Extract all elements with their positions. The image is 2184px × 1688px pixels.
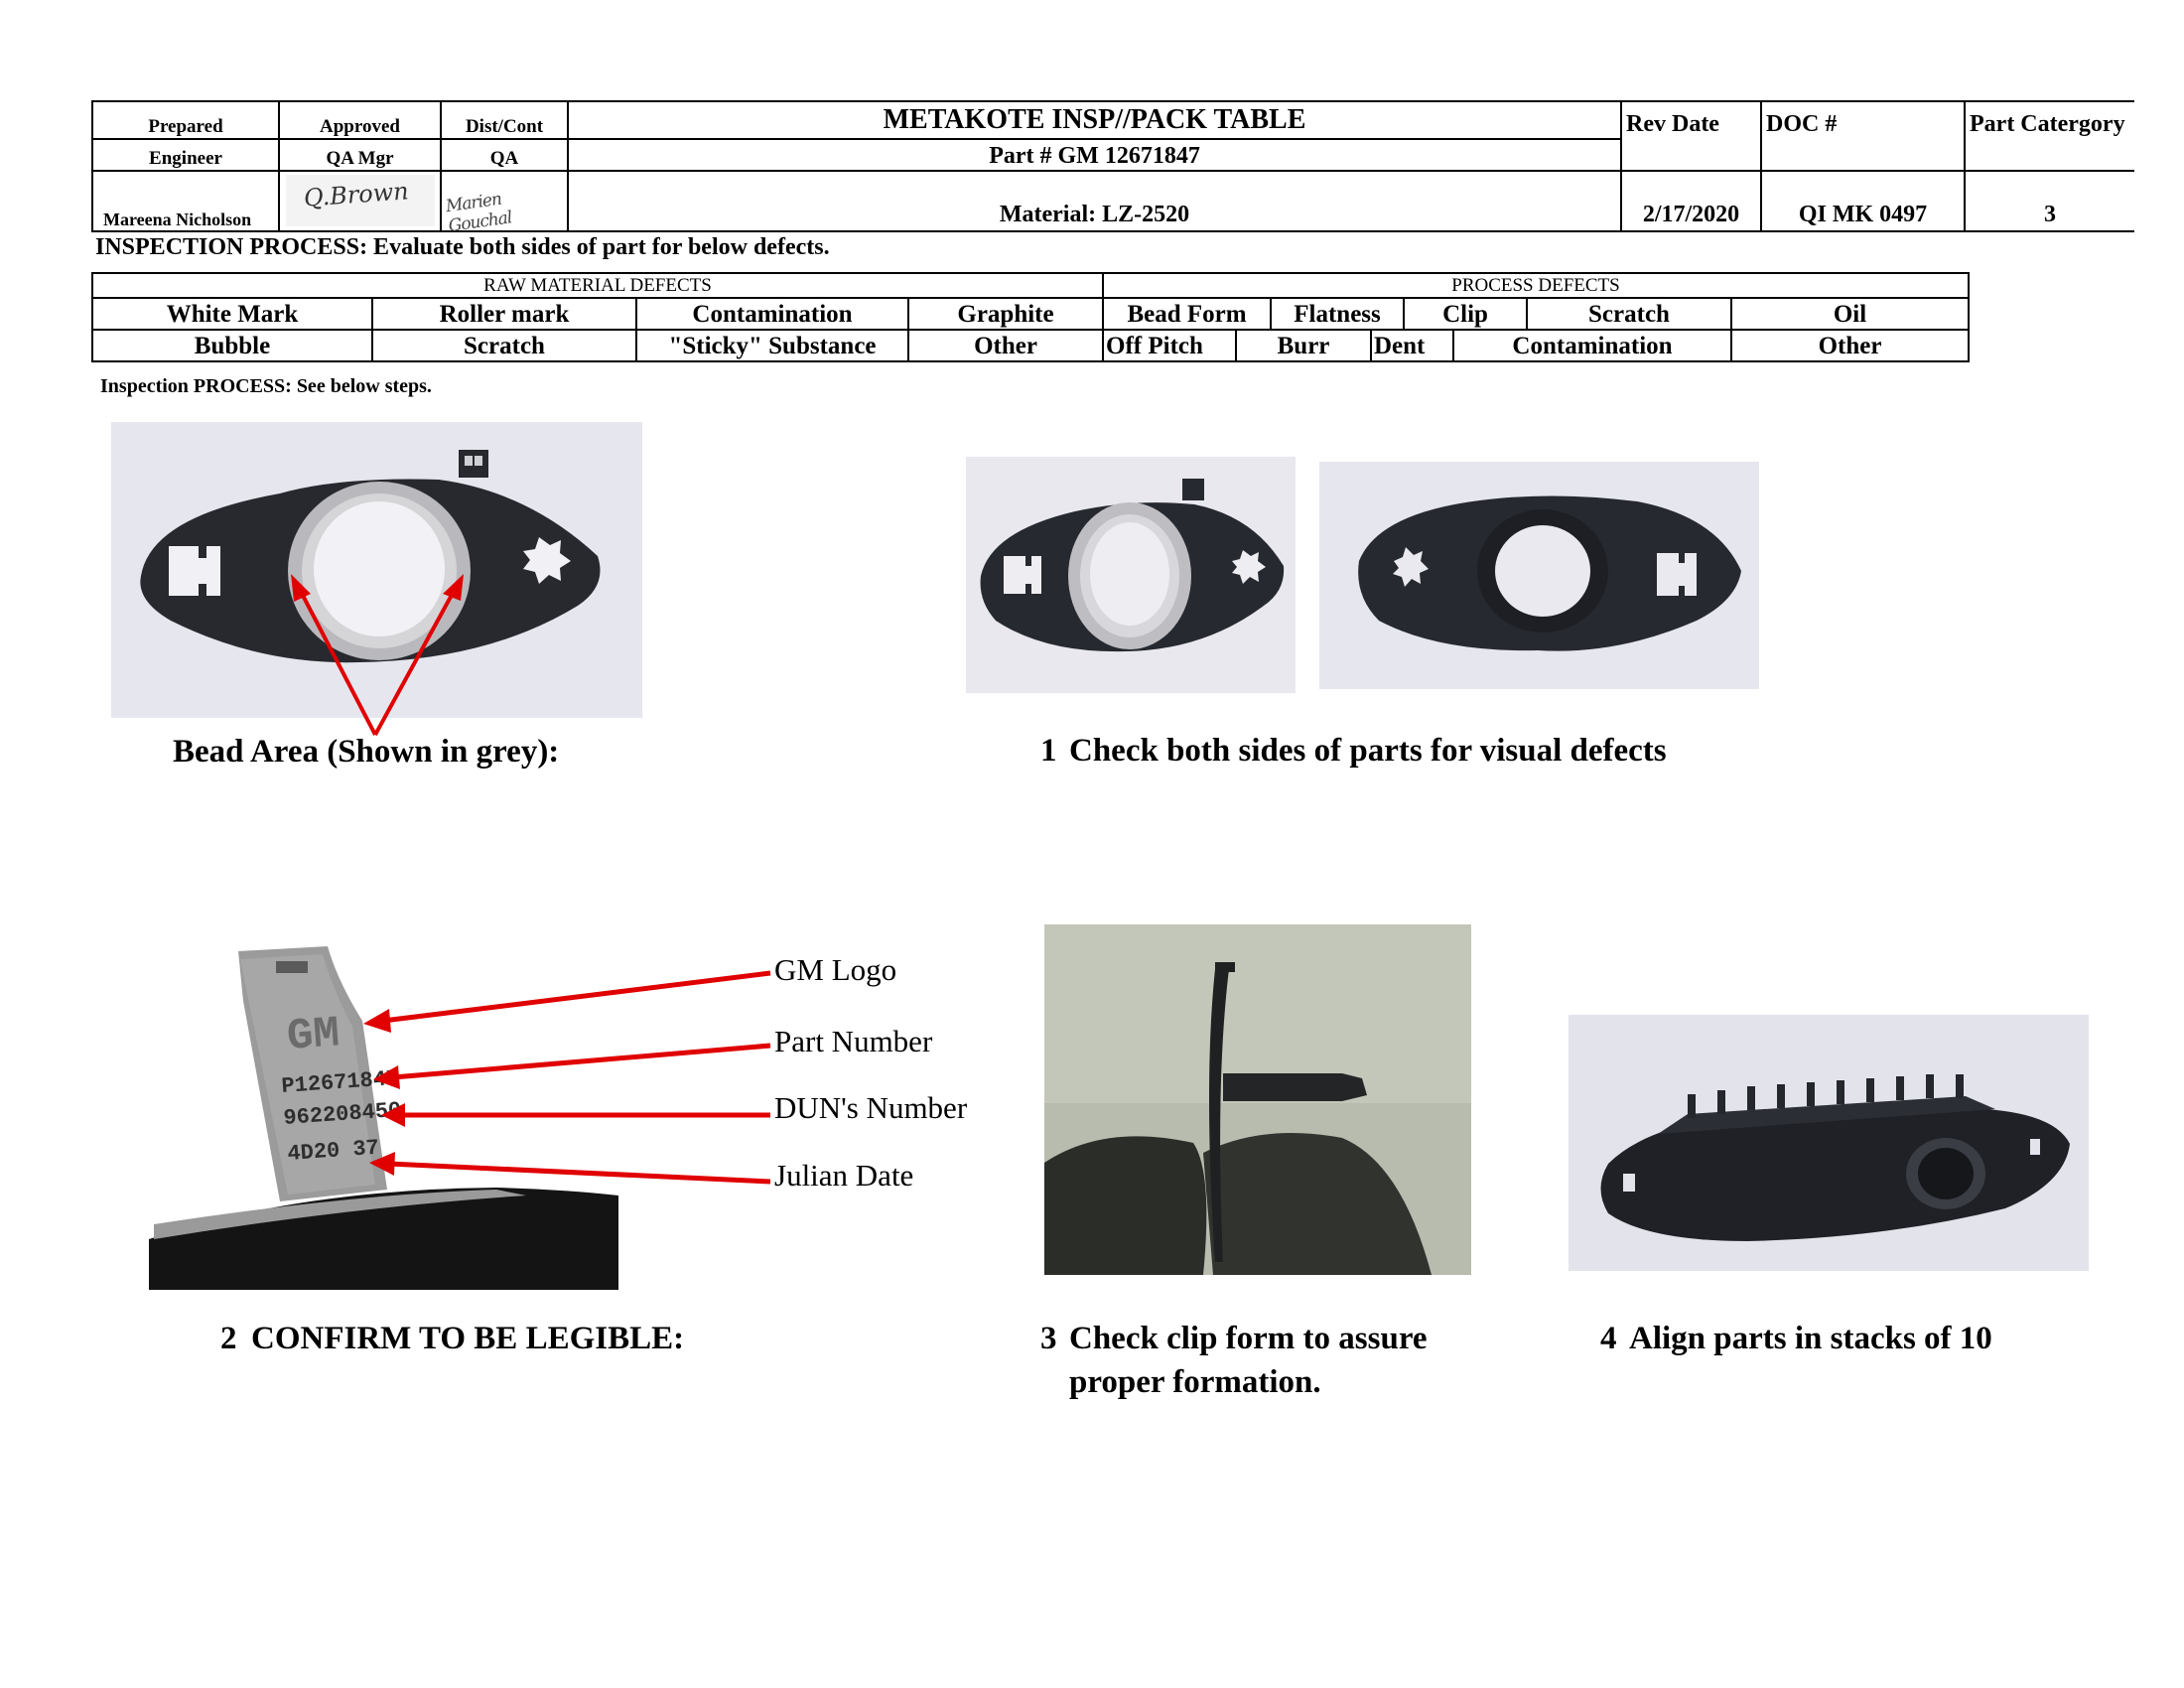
part-number: Part # GM 12671847 <box>989 143 1200 169</box>
defect-roller-mark: Roller mark <box>439 301 570 328</box>
doc-label: DOC # <box>1766 111 1838 137</box>
step4-number: 4 <box>1600 1321 1617 1356</box>
part-category-label: Part Catergory <box>1970 111 2125 137</box>
step1-number: 1 <box>1040 733 1057 769</box>
rev-date: 2/17/2020 <box>1642 202 1740 227</box>
stack-photo <box>1569 1015 2089 1271</box>
approved-label: Approved <box>320 116 400 137</box>
defect-white-mark: White Mark <box>166 301 299 328</box>
part-front-photo <box>966 457 1296 693</box>
bead-area-photo <box>111 422 642 718</box>
prepared-by: Mareena Nicholson <box>103 210 252 229</box>
raw-material-header: RAW MATERIAL DEFECTS <box>483 274 712 296</box>
step2-caption: CONFIRM TO BE LEGIBLE: <box>251 1321 685 1356</box>
doc-number: QI MK 0497 <box>1798 202 1928 227</box>
engineer-label: Engineer <box>149 148 222 169</box>
defect-contamination-raw: Contamination <box>692 301 853 328</box>
clip-photo <box>1044 924 1471 1275</box>
defect-bead-form: Bead Form <box>1127 301 1247 328</box>
prepared-label: Prepared <box>148 116 223 137</box>
part-back-photo <box>1319 462 1759 689</box>
rev-date-label: Rev Date <box>1626 111 1719 137</box>
step1-caption: Check both sides of parts for visual def… <box>1069 733 1667 769</box>
defect-scratch-process: Scratch <box>1588 301 1670 328</box>
defect-bubble: Bubble <box>194 333 271 359</box>
step4-caption: Align parts in stacks of 10 <box>1629 1321 1992 1356</box>
defect-burr: Burr <box>1277 333 1330 359</box>
defect-other-raw: Other <box>974 333 1037 359</box>
step3-caption-line2: proper formation. <box>1069 1364 1321 1400</box>
defect-off-pitch: Off Pitch <box>1106 333 1203 359</box>
defect-graphite: Graphite <box>957 301 1054 328</box>
stamp-gm-text: GM <box>285 1009 341 1062</box>
bead-area-caption: Bead Area (Shown in grey): <box>173 734 560 770</box>
defect-oil: Oil <box>1833 301 1867 328</box>
defect-dent: Dent <box>1374 333 1426 359</box>
callout-part-number: Part Number <box>774 1024 933 1058</box>
defect-scratch-raw: Scratch <box>464 333 545 359</box>
steps-intro: Inspection PROCESS: See below steps. <box>100 375 432 397</box>
defect-contamination-process: Contamination <box>1512 333 1673 359</box>
defect-sticky-substance: "Sticky" Substance <box>668 333 877 359</box>
callout-gm-logo: GM Logo <box>774 952 897 987</box>
part-category: 3 <box>2044 202 2056 227</box>
step2-number: 2 <box>220 1321 237 1356</box>
callout-julian-date: Julian Date <box>774 1158 914 1193</box>
qa-label: QA <box>489 148 519 169</box>
approved-signature: Q.Brown <box>286 175 435 226</box>
qa-mgr-label: QA Mgr <box>326 148 394 169</box>
defect-flatness: Flatness <box>1294 301 1381 328</box>
step3-number: 3 <box>1040 1321 1057 1356</box>
document-title: METAKOTE INSP//PACK TABLE <box>883 104 1306 135</box>
step3-caption-line1: Check clip form to assure <box>1069 1321 1428 1356</box>
process-defects-header: PROCESS DEFECTS <box>1451 274 1620 296</box>
material: Material: LZ-2520 <box>999 202 1190 227</box>
defect-clip: Clip <box>1442 301 1488 328</box>
inspection-process-text: INSPECTION PROCESS: Evaluate both sides … <box>95 234 830 260</box>
callout-duns-number: DUN's Number <box>774 1090 968 1125</box>
distcont-label: Dist/Cont <box>465 116 544 137</box>
defect-other-process: Other <box>1818 333 1882 359</box>
